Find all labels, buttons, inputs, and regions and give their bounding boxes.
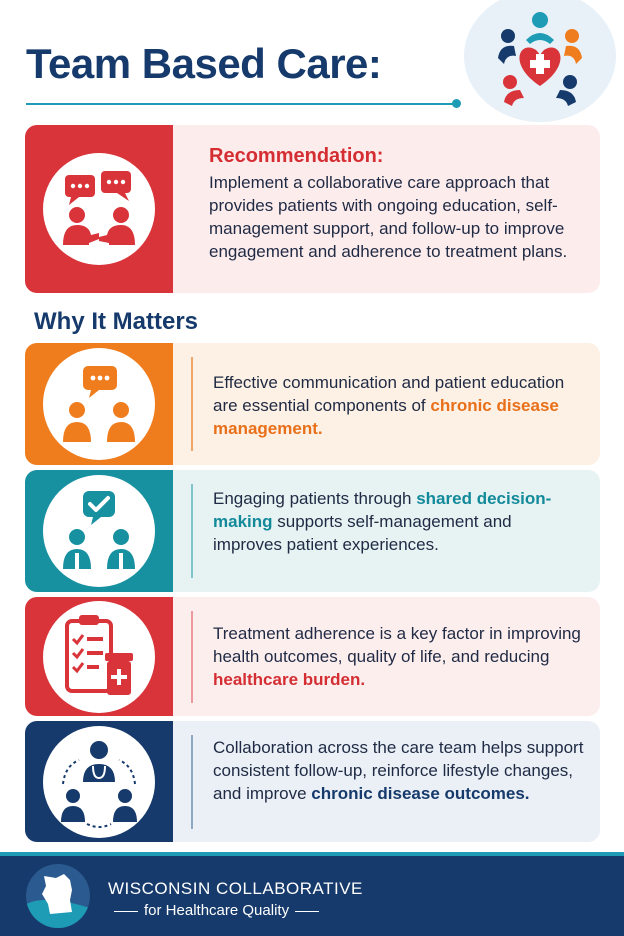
why-card-text-part: Treatment adherence is a key factor in i… xyxy=(213,624,581,666)
page-title: Team Based Care: xyxy=(26,40,382,87)
why-card-communication: Effective communication and patient educ… xyxy=(25,343,600,465)
why-card-collaboration: Collaboration across the care team helps… xyxy=(25,721,600,842)
recommendation-heading: Recommendation: xyxy=(209,145,384,167)
recommendation-icon-panel xyxy=(25,125,173,293)
footer: WISCONSIN COLLABORATIVE for Healthcare Q… xyxy=(0,852,624,936)
team-heart-icon xyxy=(498,12,582,106)
why-card-divider xyxy=(191,357,193,451)
footer-org-sub-text: for Healthcare Quality xyxy=(144,902,290,919)
why-card-icon-panel xyxy=(25,343,173,465)
recommendation-icon-disc xyxy=(43,153,155,265)
why-card-icon-panel xyxy=(25,470,173,592)
why-card-divider xyxy=(191,611,193,703)
checklist-medication-icon xyxy=(65,615,133,695)
why-card-divider xyxy=(191,484,193,578)
recommendation-body: Implement a collaborative care approach … xyxy=(209,173,568,261)
footer-stripe xyxy=(0,852,624,856)
why-card-text: Engaging patients through shared decisio… xyxy=(213,487,585,556)
care-team-icon xyxy=(61,741,137,828)
header: Team Based Care: xyxy=(0,0,624,122)
footer-dash-right xyxy=(295,910,320,912)
wisconsin-logo xyxy=(26,864,90,928)
recommendation-card: Recommendation: Implement a collaborativ… xyxy=(25,125,600,293)
why-card-highlight: healthcare burden. xyxy=(213,670,366,689)
why-card-shared-decision: Engaging patients through shared decisio… xyxy=(25,470,600,592)
people-conversation-icon xyxy=(63,171,135,245)
why-it-matters-heading: Why It Matters xyxy=(34,308,199,335)
why-card-icon-disc xyxy=(43,726,155,838)
footer-org-name: WISCONSIN COLLABORATIVE xyxy=(108,879,363,898)
why-card-text: Collaboration across the care team helps… xyxy=(213,736,585,805)
title-underline-dot xyxy=(452,99,461,108)
why-card-text-part: Effective communication and patient educ… xyxy=(213,373,565,415)
why-card-highlight: chronic disease management. xyxy=(213,396,559,438)
why-card-icon-disc xyxy=(43,475,155,587)
wisconsin-map-icon xyxy=(26,874,90,928)
people-chat-icon xyxy=(63,366,135,442)
why-card-adherence: Treatment adherence is a key factor in i… xyxy=(25,597,600,716)
shared-decision-icon xyxy=(63,491,135,569)
why-card-text-part: supports self-management and improves pa… xyxy=(213,512,512,554)
why-card-text-part: Collaboration across the care team helps… xyxy=(213,738,584,803)
why-card-icon-panel xyxy=(25,597,173,716)
why-card-icon-disc xyxy=(43,348,155,460)
why-card-highlight: chronic disease outcomes. xyxy=(311,784,530,803)
why-card-highlight: shared decision-making xyxy=(213,489,552,531)
footer-dash-left xyxy=(114,910,138,912)
footer-org-subtitle: for Healthcare Quality xyxy=(108,902,325,919)
why-card-text: Effective communication and patient educ… xyxy=(213,371,585,440)
why-card-text: Treatment adherence is a key factor in i… xyxy=(213,622,585,691)
why-card-divider xyxy=(191,735,193,829)
team-heart-badge xyxy=(464,0,616,122)
why-card-text-part: Engaging patients through xyxy=(213,489,417,508)
title-underline xyxy=(26,103,456,105)
why-card-icon-panel xyxy=(25,721,173,842)
why-card-icon-disc xyxy=(43,601,155,713)
